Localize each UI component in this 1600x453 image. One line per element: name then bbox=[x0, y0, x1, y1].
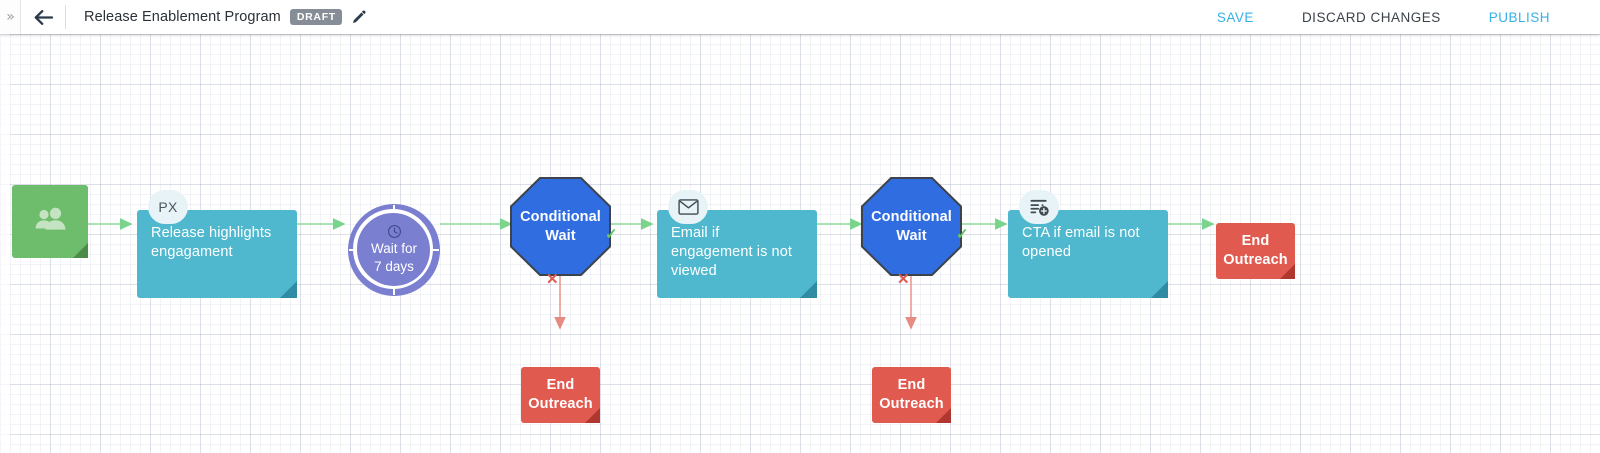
octagon-body: Conditional Wait bbox=[512, 179, 609, 274]
card-fold-corner bbox=[1280, 264, 1295, 279]
card-fold-corner bbox=[280, 281, 297, 298]
card-fold-corner bbox=[73, 243, 88, 258]
sidebar-expand-rail[interactable]: » bbox=[0, 0, 21, 34]
badge-label: PX bbox=[158, 199, 178, 215]
octagon-label: Conditional Wait bbox=[871, 208, 952, 244]
wait-ring bbox=[353, 209, 433, 289]
node-audience[interactable] bbox=[12, 185, 88, 258]
branch-marker-no-2: ✕ bbox=[897, 271, 910, 288]
node-label: CTA if email is not opened bbox=[1022, 225, 1140, 260]
node-badge-email bbox=[668, 190, 708, 224]
envelope-icon bbox=[677, 199, 699, 215]
node-conditional-wait-1[interactable]: Conditional Wait bbox=[510, 177, 611, 276]
node-label: Email if engagement is not viewed bbox=[671, 225, 793, 279]
header-actions: SAVE DISCARD CHANGES PUBLISH bbox=[1193, 10, 1600, 25]
publish-button[interactable]: PUBLISH bbox=[1488, 9, 1550, 25]
wait-tick-right bbox=[433, 249, 439, 251]
connector-layer bbox=[88, 218, 1215, 330]
program-title-group: Release Enablement Program DRAFT bbox=[66, 8, 366, 26]
node-email-not-viewed[interactable]: Email if engagement is not viewed bbox=[657, 190, 817, 298]
card-fold-corner bbox=[1151, 281, 1168, 298]
edit-title-button[interactable] bbox=[351, 10, 366, 25]
node-layer: Release highlights engagament PX bbox=[0, 34, 1600, 453]
branch-marker-yes-2: ✓ bbox=[956, 226, 969, 243]
save-button[interactable]: SAVE bbox=[1216, 9, 1254, 25]
node-label: End Outreach bbox=[528, 377, 593, 412]
release-node-body bbox=[137, 210, 297, 298]
card-fold-corner bbox=[585, 408, 600, 423]
page-title: Release Enablement Program bbox=[84, 9, 281, 25]
header-divider bbox=[65, 5, 66, 29]
branch-marker-yes-1: ✓ bbox=[605, 226, 618, 243]
node-label: End Outreach bbox=[879, 377, 944, 412]
email-node-body bbox=[657, 210, 817, 298]
node-badge-cta bbox=[1019, 190, 1059, 224]
node-badge-px: PX bbox=[148, 190, 188, 224]
cta-node-body bbox=[1008, 210, 1168, 298]
journey-canvas[interactable]: Release highlights engagament PX bbox=[0, 34, 1600, 453]
discard-changes-button[interactable]: DISCARD CHANGES bbox=[1301, 9, 1441, 25]
node-label: Release highlights engagament bbox=[151, 225, 272, 260]
node-end-outreach-branch-2[interactable]: End Outreach bbox=[872, 367, 951, 423]
wait-label-line1: Wait for bbox=[370, 241, 417, 256]
form-plus-icon bbox=[1029, 199, 1049, 216]
node-label: End Outreach bbox=[1223, 233, 1288, 268]
people-icon bbox=[35, 207, 66, 230]
wait-inner-circle: Wait for 7 days bbox=[358, 214, 430, 286]
node-wait-7-days[interactable]: Wait for 7 days bbox=[348, 204, 440, 296]
wait-tick-bottom bbox=[393, 289, 395, 295]
node-end-outreach-branch-1[interactable]: End Outreach bbox=[521, 367, 600, 423]
octagon-label: Conditional Wait bbox=[520, 208, 601, 244]
app-header: » Release Enablement Program DRAFT SAVE … bbox=[0, 0, 1600, 34]
back-button[interactable] bbox=[21, 0, 65, 34]
wait-tick-left bbox=[349, 249, 355, 251]
card-fold-corner bbox=[936, 408, 951, 423]
clock-icon bbox=[387, 225, 401, 238]
pencil-icon bbox=[352, 10, 366, 23]
card-fold-corner bbox=[800, 281, 817, 298]
branch-marker-no-1: ✕ bbox=[546, 271, 559, 288]
node-cta-not-opened[interactable]: CTA if email is not opened bbox=[1008, 190, 1168, 298]
octagon-body: Conditional Wait bbox=[863, 179, 960, 274]
node-release-highlights[interactable]: Release highlights engagament PX bbox=[137, 190, 297, 298]
wait-label-line2: 7 days bbox=[374, 259, 414, 274]
node-end-outreach-main[interactable]: End Outreach bbox=[1216, 223, 1295, 279]
node-conditional-wait-2[interactable]: Conditional Wait bbox=[861, 177, 962, 276]
status-badge: DRAFT bbox=[289, 8, 342, 26]
arrow-left-icon bbox=[34, 9, 53, 25]
wait-tick-top bbox=[393, 205, 395, 211]
chevrons-right-icon[interactable]: » bbox=[6, 9, 15, 25]
